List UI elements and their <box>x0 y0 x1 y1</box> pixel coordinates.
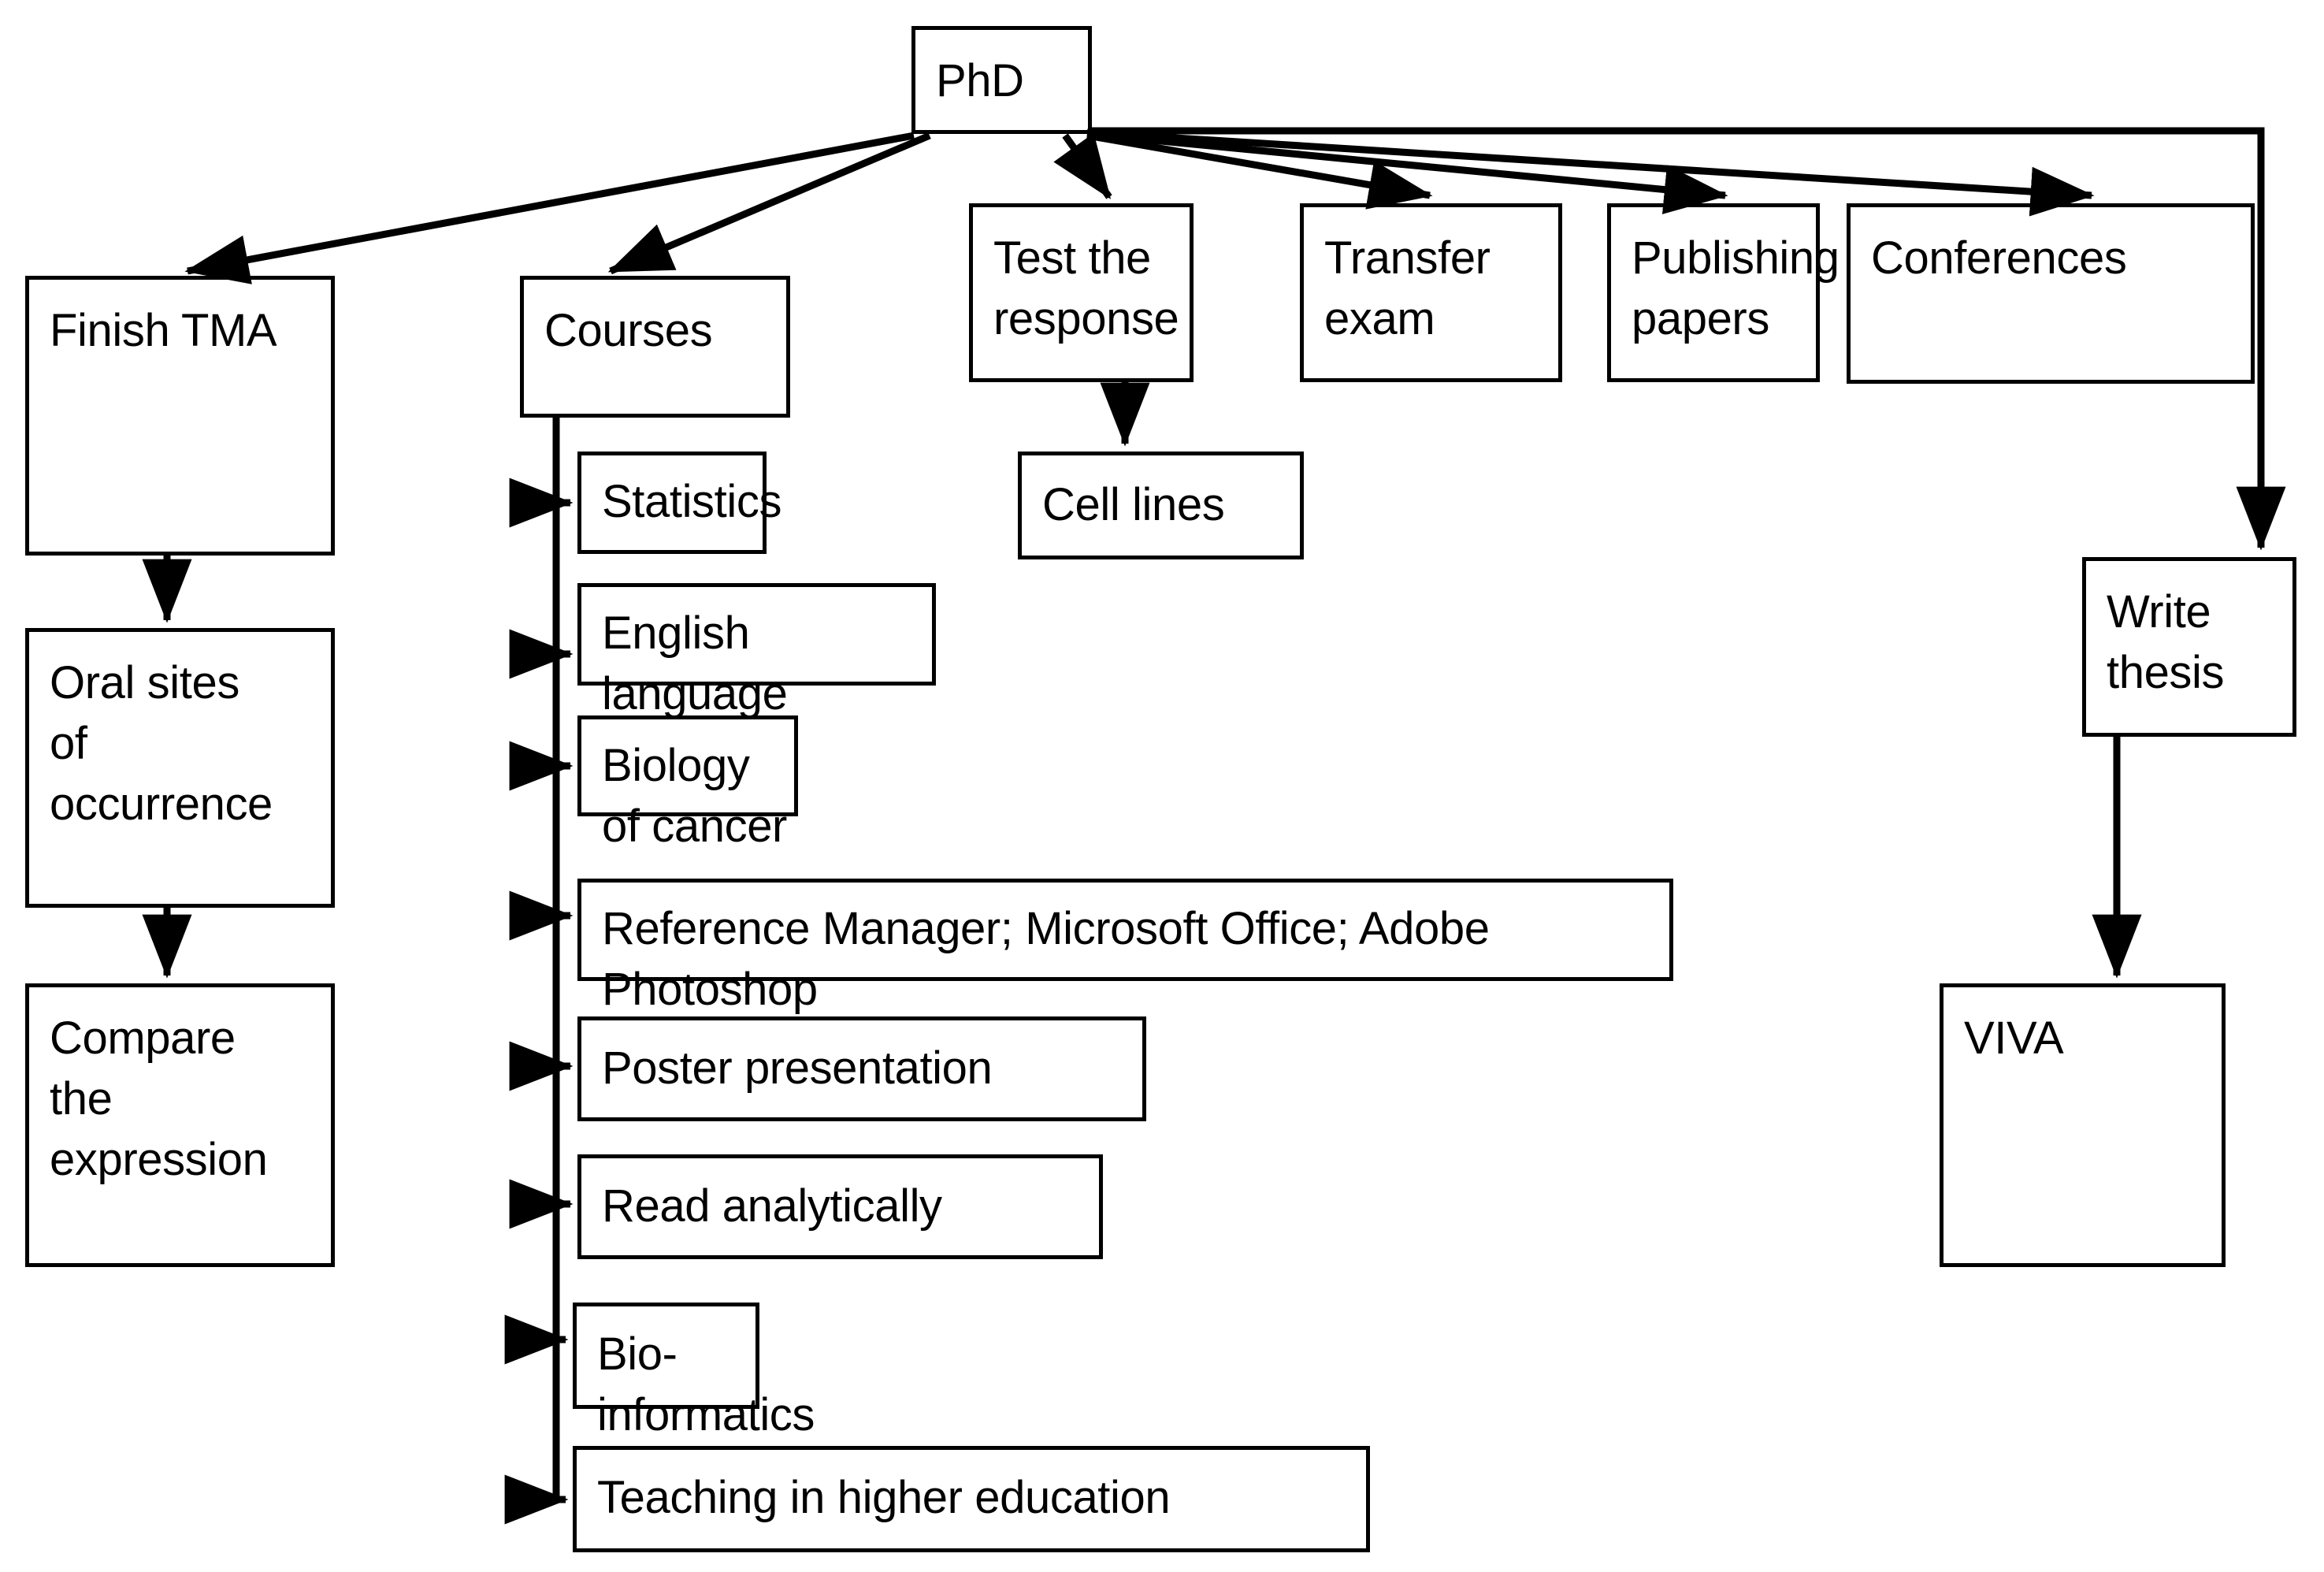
node-write-thesis[interactable]: Write thesis <box>2082 557 2296 737</box>
node-transfer-exam[interactable]: Transfer exam <box>1300 203 1562 382</box>
node-teaching-in-higher-education[interactable]: Teaching in higher education <box>573 1446 1370 1552</box>
edge-phd-publishing-papers <box>1086 130 1728 214</box>
node-biology-of-cancer[interactable]: Biology of cancer <box>577 715 798 852</box>
node-english-language[interactable]: English language <box>577 583 936 719</box>
node-finish-tma[interactable]: Finish TMA <box>25 276 335 556</box>
edge-phd-write-thesis <box>1092 127 2286 551</box>
node-viva[interactable]: VIVA <box>1940 983 2226 1267</box>
node-test-the-response[interactable]: Test the response <box>969 203 1194 382</box>
node-cell-lines[interactable]: Cell lines <box>1018 452 1304 559</box>
node-compare-the-expression[interactable]: Compare the expression <box>25 983 335 1267</box>
node-poster-presentation[interactable]: Poster presentation <box>577 1016 1146 1121</box>
node-read-analytically[interactable]: Read analytically <box>577 1154 1103 1259</box>
edge-phd-finish-tma <box>184 132 915 284</box>
edge-phd-conferences <box>1086 128 2095 217</box>
edge-phd-transfer-exam <box>1086 132 1433 210</box>
node-conferences[interactable]: Conferences <box>1847 203 2255 384</box>
edge-phd-test-response <box>1053 132 1112 199</box>
node-publishing-papers[interactable]: Publishing papers <box>1607 203 1840 382</box>
node-courses[interactable]: Courses <box>520 276 790 418</box>
node-phd[interactable]: PhD <box>911 26 1092 134</box>
edge-phd-courses <box>607 132 931 275</box>
node-oral-sites-of-occurrence[interactable]: Oral sites of occurrence <box>25 628 335 908</box>
node-bio-informatics[interactable]: Bio-informatics <box>573 1303 815 1440</box>
node-statistics[interactable]: Statistics <box>577 452 781 554</box>
node-software-tools[interactable]: Reference Manager; Microsoft Office; Ado… <box>577 879 1673 1015</box>
